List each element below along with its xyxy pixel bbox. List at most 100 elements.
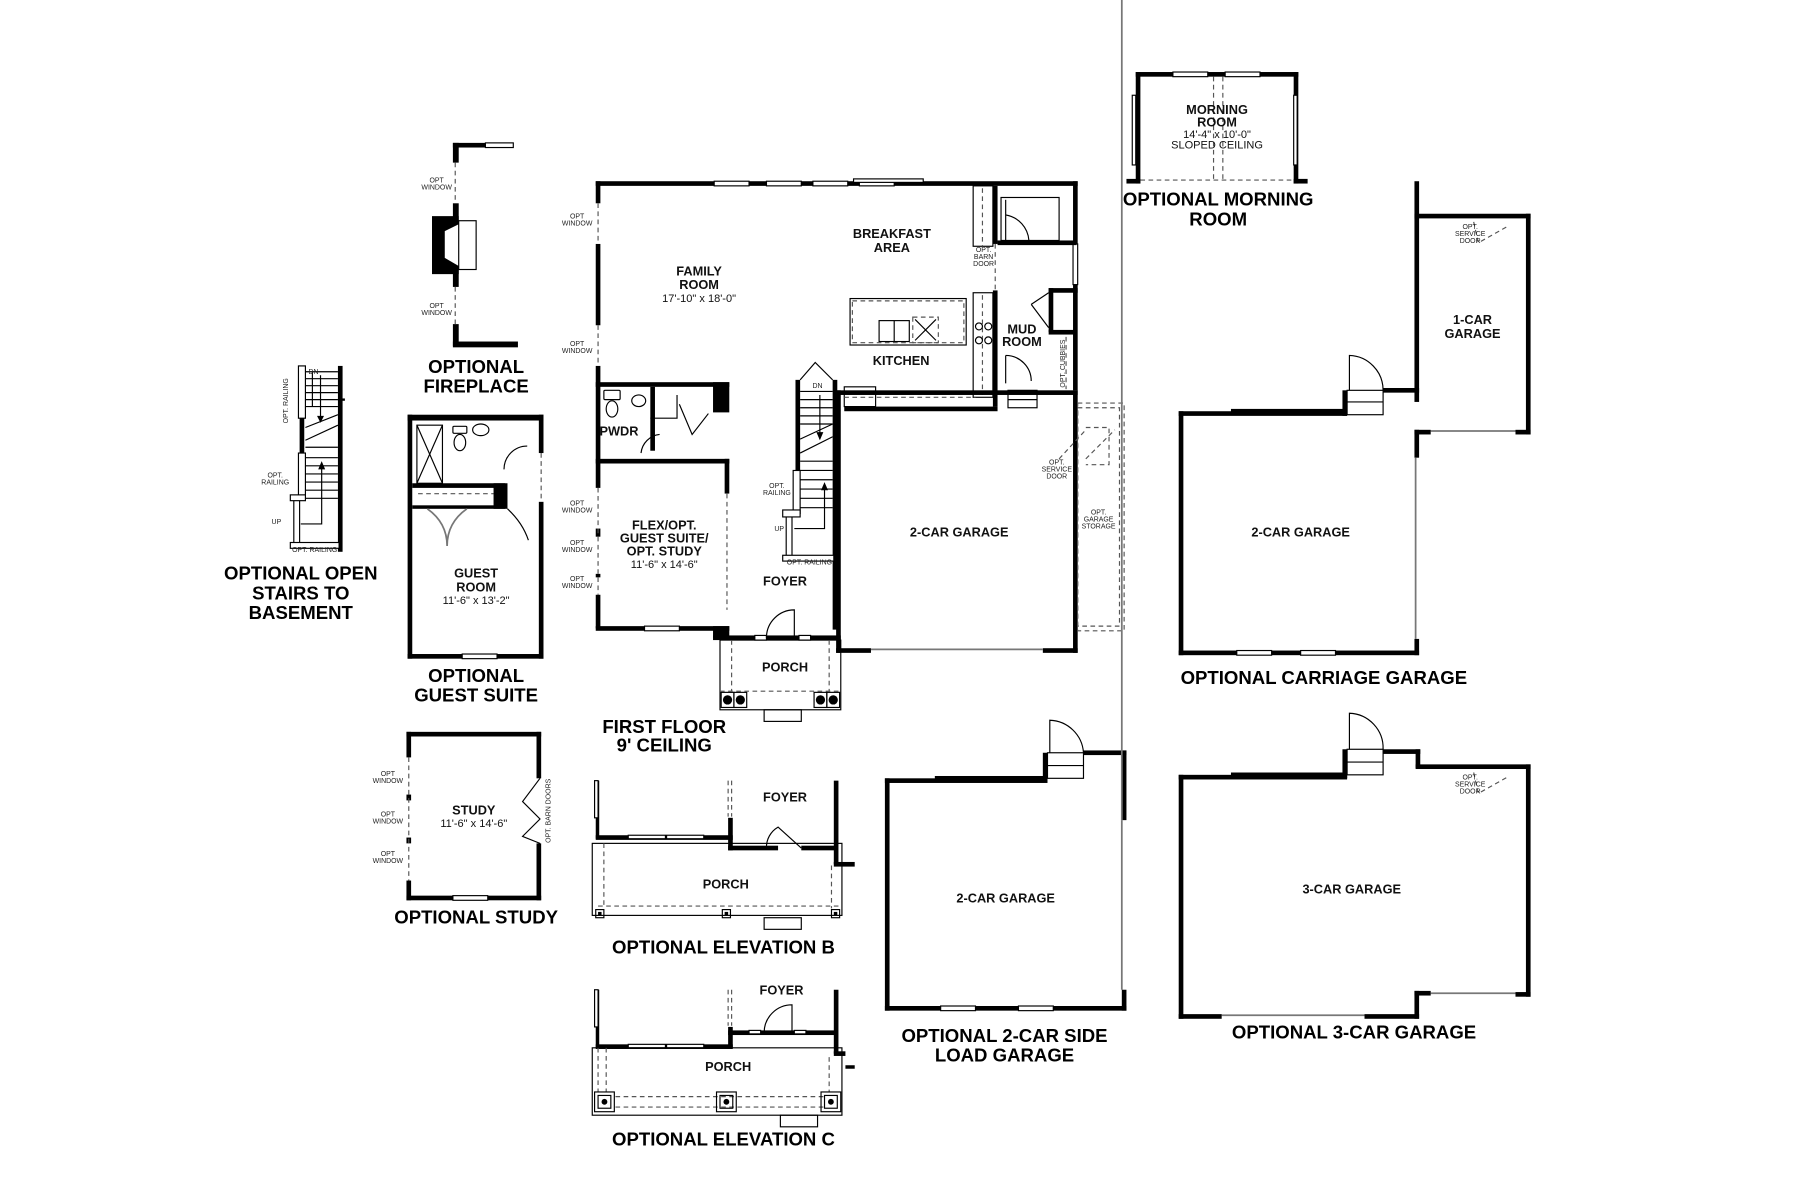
note-window: WINDOW [373,778,404,785]
morning-room-label-line1: MORNING [1186,102,1248,117]
note-opt: OPT. [267,472,283,479]
breakfast-area-label-line1: BREAKFAST [853,226,931,241]
porch-label: PORCH [762,659,808,674]
open-stairs-title-line1: OPTIONAL OPEN [224,563,377,584]
open-stairs-title-line3: BASEMENT [249,602,354,623]
study-dims: 11'-6" x 14'-6" [440,818,507,830]
study-label: STUDY [452,802,496,817]
note-door: DOOR [1046,474,1067,481]
optional-study: STUDY 11'-6" x 14'-6" OPT. BARN DOORS OP… [373,731,559,928]
guest-room-label-line1: GUEST [454,565,498,580]
optional-morning-room: MORNING ROOM 14'-4" x 10'-0" SLOPED CEIL… [1123,71,1314,229]
note-opt: OPT [381,812,396,819]
note-opt: OPT. [1462,224,1478,231]
optional-elevation-b: FOYER PORCH OPTIONAL ELEVATION B [591,780,855,958]
note-opt: OPT. [976,247,992,254]
optional-open-stairs: DN UP OPT. RAILING OPT. RAILING OPT. RAI… [224,365,377,623]
morning-room-dims: 14'-4" x 10'-0" [1183,129,1251,141]
note-door: DOOR [1460,238,1481,245]
mud-room-label-line1: MUD [1007,321,1036,336]
optional-side-load-garage: 2-CAR GARAGE OPTIONAL 2-CAR SIDE LOAD GA… [884,0,1127,1066]
flex-dims: 11'-6" x 14'-6" [631,559,698,571]
flex-label-line1: FLEX/OPT. [632,518,697,533]
breakfast-area-label-line2: AREA [874,240,910,255]
porch-columns [720,691,841,709]
kitchen-island [849,297,967,346]
stairs-up-label: UP [272,519,282,526]
note-service: SERVICE [1455,781,1486,788]
family-room-label-line1: FAMILY [676,263,722,278]
morning-room-title-line1: OPTIONAL MORNING [1123,189,1314,210]
stairs-down-arrow-icon [816,432,824,441]
note-opt-railing: OPT. RAILING [283,378,290,423]
first-floor-title-line1: FIRST FLOOR [602,716,726,737]
note-opt-railing: OPT. RAILING [292,547,337,554]
note-storage: STORAGE [1082,524,1116,531]
elevation-c-columns [594,1091,842,1113]
note-opt: OPT [381,771,396,778]
optional-elevation-c: FOYER PORCH OPTIONAL ELEVATION C [591,982,855,1149]
elevation-c-foyer-label: FOYER [760,982,804,997]
side-load-garage-label: 2-CAR GARAGE [956,891,1055,906]
pwdr-label: PWDR [599,424,638,439]
morning-room-label-line2: ROOM [1197,115,1237,130]
morning-room-title-line2: ROOM [1189,208,1247,229]
open-stairs-title-line2: STAIRS TO [252,582,349,603]
family-room-dims: 17'-10" x 18'-0" [662,293,736,305]
one-car-garage-label-line1: 1-CAR [1453,312,1492,327]
first-floor-plan: FAMILY ROOM 17'-10" x 18'-0" BREAKFAST A… [562,178,1125,756]
optional-fireplace: OPT WINDOW OPT WINDOW OPTIONAL FIREPLACE [421,142,529,397]
note-opt: OPT [429,303,444,310]
stairs-dn-label: DN [813,383,823,390]
note-window: WINDOW [373,819,404,826]
stairs-dn-label: DN [309,369,319,376]
note-window: WINDOW [562,220,593,227]
three-car-garage-label: 3-CAR GARAGE [1302,881,1401,896]
kitchen-label: KITCHEN [873,353,930,368]
note-garage: GARAGE [1084,517,1114,524]
two-car-garage-label: 2-CAR GARAGE [1251,525,1350,540]
note-window: WINDOW [562,348,593,355]
guest-suite-title-line1: OPTIONAL [428,665,524,686]
one-car-garage-label-line2: GARAGE [1445,326,1502,341]
note-opt: OPT [570,540,585,547]
elevation-b-title: OPTIONAL ELEVATION B [612,937,835,958]
note-door: DOOR [1460,788,1481,795]
fireplace-title-line1: OPTIONAL [428,356,524,377]
foyer-label: FOYER [763,573,807,588]
side-load-garage-title-line2: LOAD GARAGE [935,1045,1074,1066]
morning-room-ceiling: SLOPED CEILING [1171,140,1263,152]
note-opt-railing: OPT. RAILING [787,560,832,567]
note-opt: OPT [570,500,585,507]
guest-room-label-line2: ROOM [456,579,496,594]
note-door: DOOR [973,261,994,268]
optional-three-car-garage: OPT. SERVICE DOOR 3-CAR GARAGE OPTIONAL … [1178,712,1531,1043]
flex-label-line3: OPT. STUDY [627,543,703,558]
elevation-c-title: OPTIONAL ELEVATION C [612,1128,835,1149]
optional-guest-suite: GUEST ROOM 11'-6" x 13'-2" OPTIONAL GUES… [407,414,546,706]
note-barn-doors: OPT. BARN DOORS [545,778,552,843]
note-opt: OPT. [769,483,785,490]
note-opt: OPT [570,213,585,220]
elevation-c-porch-label: PORCH [705,1059,751,1074]
fireplace-title-line2: FIREPLACE [423,376,528,397]
garage-label: 2-CAR GARAGE [910,525,1009,540]
main-stair-treads [785,390,833,558]
note-railing: RAILING [763,490,791,497]
note-window: WINDOW [373,858,404,865]
note-railing: RAILING [261,479,289,486]
guest-room-dims: 11'-6" x 13'-2" [443,595,510,607]
note-service: SERVICE [1042,467,1073,474]
stairs-up-label: UP [774,526,784,533]
note-opt-cubbies: OPT. CUBBIES [1060,339,1067,387]
note-window: WINDOW [562,583,593,590]
note-opt: OPT [429,177,444,184]
family-room-label-line2: ROOM [679,277,719,292]
three-car-garage-title: OPTIONAL 3-CAR GARAGE [1232,1022,1476,1043]
side-load-garage-title-line1: OPTIONAL 2-CAR SIDE [901,1025,1107,1046]
stairs-up-arrow-icon [821,482,828,491]
guest-suite-title-line2: GUEST SUITE [414,685,538,706]
note-opt: OPT [570,341,585,348]
elevation-b-foyer-label: FOYER [763,790,807,805]
